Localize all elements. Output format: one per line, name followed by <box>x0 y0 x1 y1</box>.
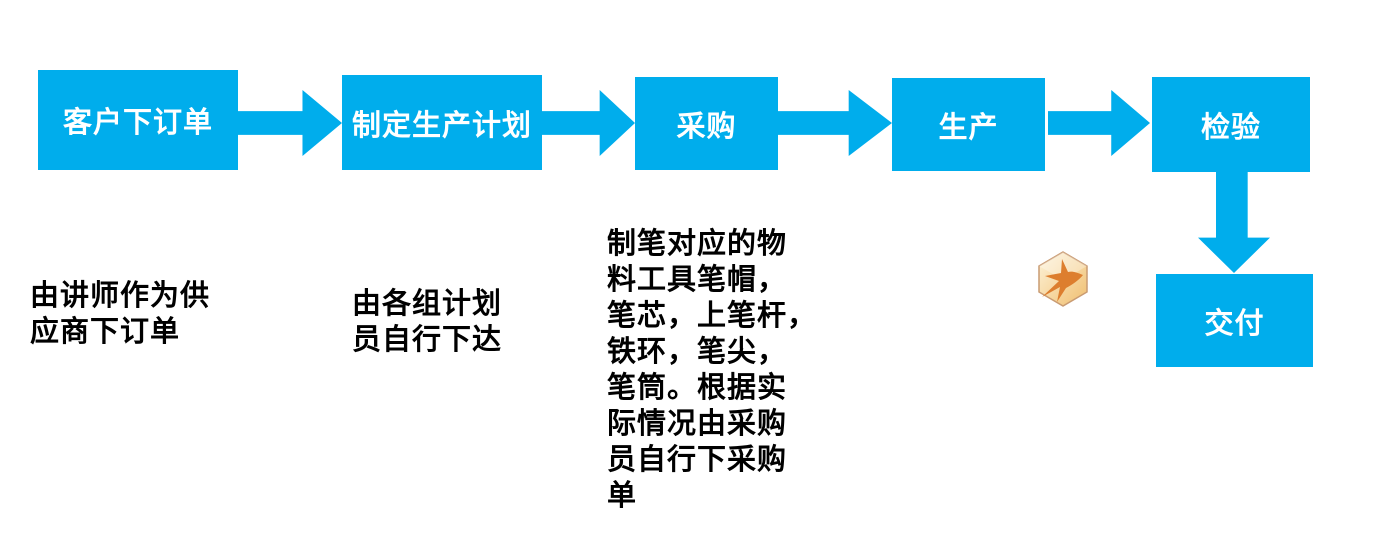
annotation-purchase: 制笔对应的物 料工具笔帽， 笔芯，上笔杆， 铁环，笔尖， 笔筒。根据实 际情况由… <box>607 228 818 512</box>
flow-node-purchase: 采购 <box>635 77 778 170</box>
arrow-right-order-to-plan-icon <box>238 90 342 156</box>
arrow-right-purchase-to-produce-icon <box>778 90 892 156</box>
flow-node-produce: 生产 <box>892 78 1045 171</box>
flow-node-plan: 制定生产计划 <box>342 75 542 170</box>
flow-node-inspect: 检验 <box>1152 77 1310 172</box>
hummingbird-hexagon-watermark-icon <box>1038 251 1088 307</box>
flow-node-deliver: 交付 <box>1156 274 1313 367</box>
flow-node-order: 客户下订单 <box>38 70 238 170</box>
arrow-right-produce-to-inspect-icon <box>1048 90 1150 156</box>
arrow-right-plan-to-purchase-icon <box>542 90 635 156</box>
watermark-bird <box>1042 259 1083 302</box>
annotation-order: 由讲师作为供 应商下订单 <box>30 280 211 348</box>
annotation-plan: 由各组计划 员自行下达 <box>352 288 503 356</box>
arrow-down-inspect-to-deliver-icon <box>1198 172 1270 273</box>
